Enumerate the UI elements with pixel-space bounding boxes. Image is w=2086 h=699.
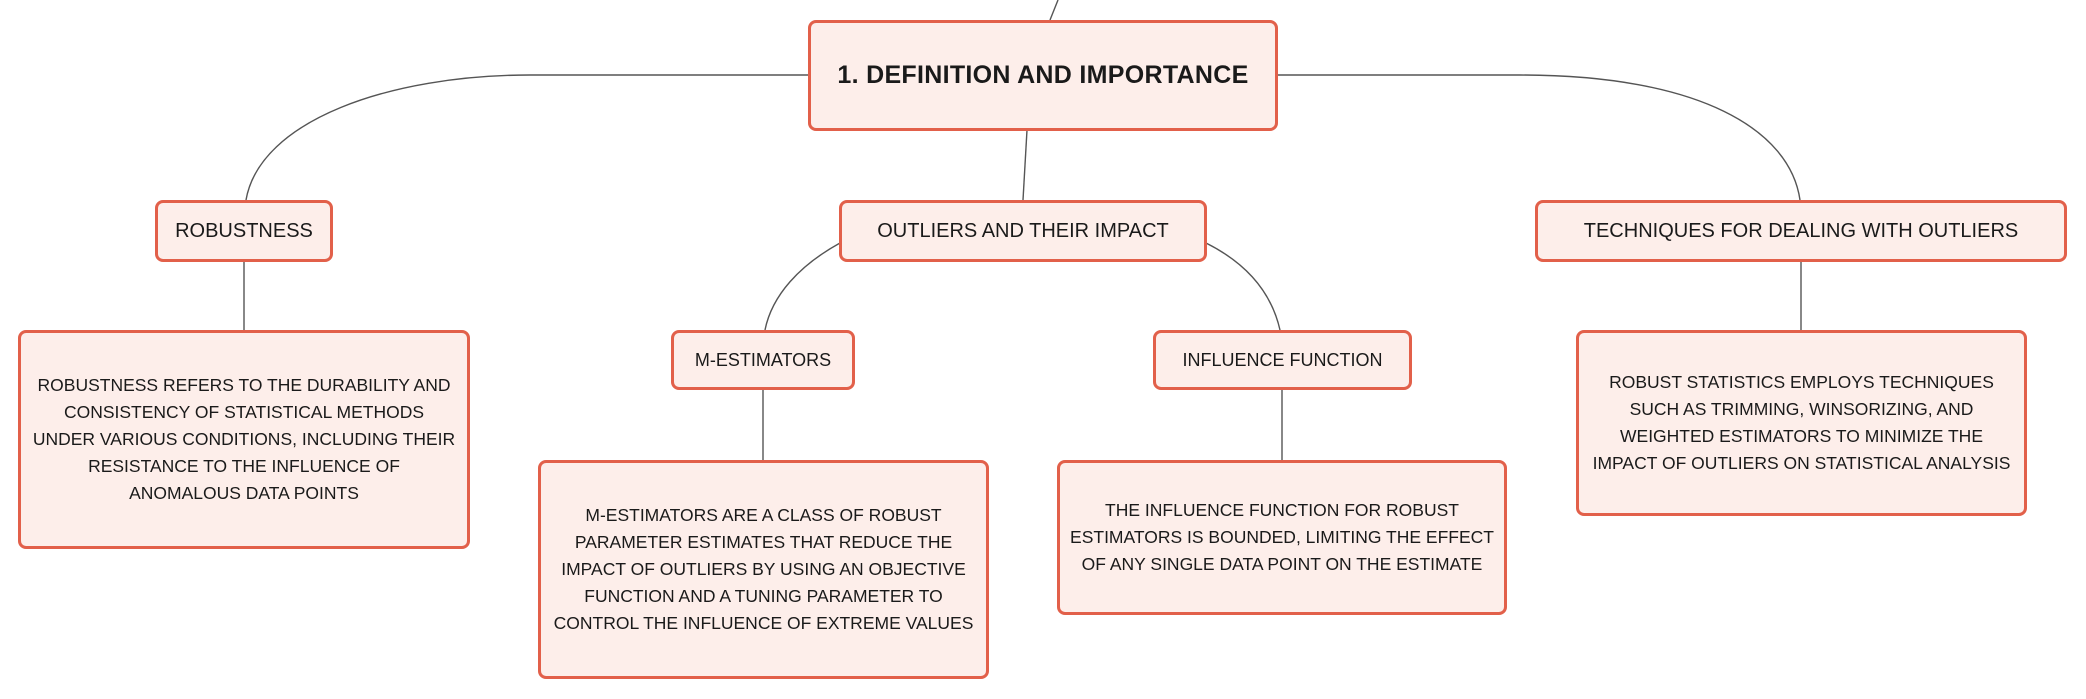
root-node[interactable]: 1. DEFINITION AND IMPORTANCE bbox=[808, 20, 1278, 131]
influence-function-description-node[interactable]: THE INFLUENCE FUNCTION FOR ROBUST ESTIMA… bbox=[1057, 460, 1507, 615]
influence-function-description-text: THE INFLUENCE FUNCTION FOR ROBUST ESTIMA… bbox=[1070, 500, 1494, 574]
m-estimators-description-node[interactable]: M-ESTIMATORS ARE A CLASS OF ROBUST PARAM… bbox=[538, 460, 989, 679]
techniques-node-label: TECHNIQUES FOR DEALING WITH OUTLIERS bbox=[1583, 219, 2019, 242]
connector-outliers-to-influence-function bbox=[1205, 242, 1281, 331]
root-node-label: 1. DEFINITION AND IMPORTANCE bbox=[837, 61, 1249, 89]
techniques-node[interactable]: TECHNIQUES FOR DEALING WITH OUTLIERS bbox=[1535, 200, 2067, 262]
m-estimators-node[interactable]: M-ESTIMATORS bbox=[671, 330, 855, 390]
outliers-node[interactable]: OUTLIERS AND THEIR IMPACT bbox=[839, 200, 1207, 262]
m-estimators-description-text: M-ESTIMATORS ARE A CLASS OF ROBUST PARAM… bbox=[553, 505, 974, 633]
outliers-node-label: OUTLIERS AND THEIR IMPACT bbox=[877, 219, 1169, 242]
techniques-description-node[interactable]: ROBUST STATISTICS EMPLOYS TECHNIQUES SUC… bbox=[1576, 330, 2027, 516]
connector-root-to-outliers bbox=[1022, 129, 1028, 201]
connector-outliers-to-m-estimators bbox=[764, 242, 841, 331]
robustness-node[interactable]: ROBUSTNESS bbox=[155, 200, 333, 262]
connector-parent-to-root bbox=[1049, 0, 1059, 21]
m-estimators-node-label: M-ESTIMATORS bbox=[694, 349, 832, 370]
influence-function-node-label: INFLUENCE FUNCTION bbox=[1182, 349, 1383, 370]
robustness-description-text: ROBUSTNESS REFERS TO THE DURABILITY AND … bbox=[32, 375, 456, 503]
techniques-description-text: ROBUST STATISTICS EMPLOYS TECHNIQUES SUC… bbox=[1592, 372, 2011, 473]
influence-function-node[interactable]: INFLUENCE FUNCTION bbox=[1153, 330, 1412, 390]
connector-root-to-techniques bbox=[1278, 74, 1801, 201]
robustness-description-node[interactable]: ROBUSTNESS REFERS TO THE DURABILITY AND … bbox=[18, 330, 470, 549]
robustness-node-label: ROBUSTNESS bbox=[175, 219, 313, 242]
connector-root-to-robustness bbox=[245, 74, 808, 201]
